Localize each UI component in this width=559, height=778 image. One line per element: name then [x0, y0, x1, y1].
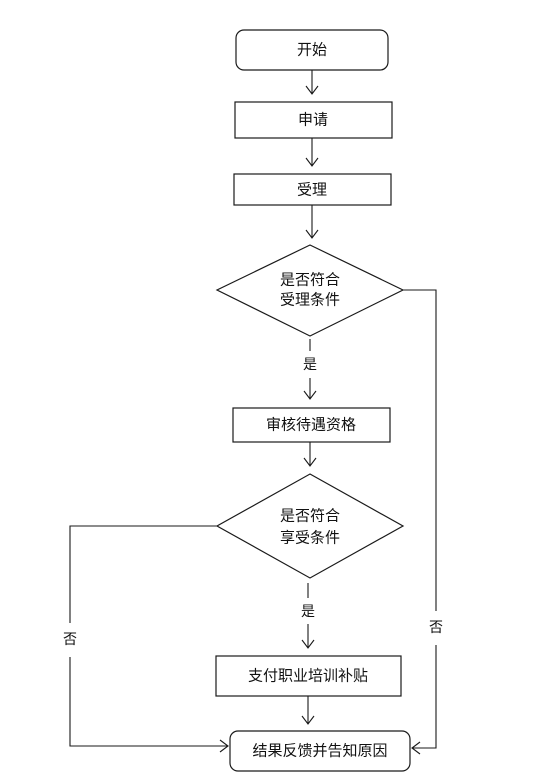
decision-enjoy-line1: 是否符合: [280, 507, 340, 525]
decision-enjoy-conditions: 是否符合 享受条件: [215, 473, 405, 579]
decision-enjoy-shape: [215, 473, 405, 579]
decision-accept-shape: [215, 244, 405, 337]
arrow-apply-to-accept: [305, 138, 319, 167]
arrow-start-to-apply: [305, 70, 319, 95]
decision-accept-no-label: 否: [429, 620, 443, 636]
review-label: 审核待遇资格: [266, 416, 356, 434]
pay-node: 支付职业培训补贴: [215, 655, 402, 697]
accept-node: 受理: [233, 173, 392, 206]
result-node: 结果反馈并告知原因: [229, 730, 411, 772]
result-node-shape: [229, 730, 411, 772]
review-node-shape: [232, 407, 391, 443]
arrow-decision1-yes: 是: [303, 339, 317, 400]
pay-label: 支付职业培训补贴: [248, 667, 368, 685]
decision-accept-yes-label: 是: [303, 357, 317, 373]
apply-node: 申请: [234, 101, 393, 139]
apply-node-shape: [234, 101, 393, 139]
arrow-decision2-yes: 是: [301, 583, 315, 649]
accept-label: 受理: [297, 181, 327, 199]
arrow-decision1-no: 否: [403, 289, 443, 755]
result-label: 结果反馈并告知原因: [252, 742, 387, 760]
review-node: 审核待遇资格: [232, 407, 391, 443]
decision-enjoy-line2: 享受条件: [280, 529, 340, 547]
decision-enjoy-yes-label: 是: [301, 604, 315, 620]
start-label: 开始: [297, 41, 327, 59]
arrow-decision2-no: 否: [63, 525, 229, 753]
apply-label: 申请: [298, 111, 328, 129]
decision-accept-conditions: 是否符合 受理条件: [215, 244, 405, 337]
start-node: 开始: [235, 29, 389, 71]
decision-enjoy-no-label: 否: [63, 632, 77, 648]
decision-accept-line1: 是否符合: [280, 271, 340, 289]
arrow-review-to-decision2: [303, 442, 317, 467]
decision-accept-line2: 受理条件: [280, 291, 340, 309]
arrow-pay-to-result: [301, 696, 315, 725]
arrow-accept-to-decision1: [305, 205, 319, 239]
